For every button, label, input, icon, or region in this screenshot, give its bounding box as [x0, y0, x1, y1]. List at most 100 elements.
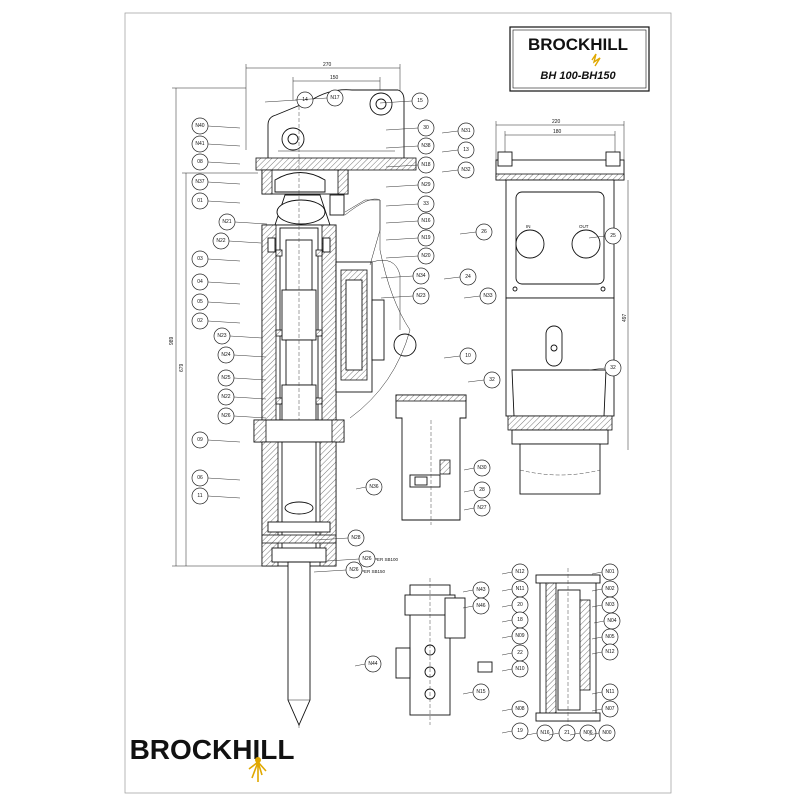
dim-150: 150 [330, 75, 339, 81]
callout-leader [228, 240, 262, 244]
callout-06: 06 [191, 469, 241, 487]
footer-logo: BROCKHILL [130, 734, 294, 782]
callout-label: N09 [515, 633, 524, 639]
callout-leader [207, 477, 241, 481]
callout-label: N20 [421, 253, 430, 259]
callout-n34: N34 [380, 267, 430, 285]
callout-32: 32 [588, 359, 622, 377]
callout-n11: N11 [501, 580, 529, 598]
callout-label: 06 [197, 475, 203, 481]
callout-10: 10 [443, 347, 477, 365]
callout-label: N43 [476, 587, 485, 593]
callout-label: N31 [461, 128, 470, 134]
callout-leader [588, 235, 606, 239]
callout-label: N23 [217, 333, 226, 339]
callout-circle [191, 192, 209, 210]
callout-n22: N22 [217, 388, 267, 406]
callout-leader [233, 354, 267, 358]
callout-circle [191, 469, 209, 487]
callout-circle [604, 227, 622, 245]
callout-04: 04 [191, 273, 241, 291]
callout-circle [417, 119, 435, 137]
callout-leader [207, 181, 241, 185]
callout-11: 11 [191, 487, 241, 505]
callout-leader [591, 604, 603, 608]
callout-circle [479, 287, 497, 305]
callout-label: N02 [605, 586, 614, 592]
callout-leader [591, 691, 603, 695]
callout-circle [473, 459, 491, 477]
callout-leader [441, 169, 459, 173]
valve-detail [395, 394, 467, 525]
port-in-label: IN [526, 224, 531, 229]
callout-circle [191, 173, 209, 191]
footer-logo-dot-icon [255, 757, 261, 763]
callout-leader [385, 220, 419, 224]
callout-label: N22 [216, 238, 225, 244]
callout-label: 02 [197, 318, 203, 324]
callout-leader [501, 571, 513, 575]
callout-leader [264, 99, 298, 103]
callout-label: N24 [221, 352, 230, 358]
callout-circle [347, 529, 365, 547]
callout-label: N10 [515, 666, 524, 672]
callout-leader [385, 164, 419, 168]
callout-label: 14 [302, 97, 308, 103]
callout-label: N33 [483, 293, 492, 299]
callout-n29: N29 [385, 176, 435, 194]
callout-label: N30 [477, 465, 486, 471]
callout-label: N28 [351, 535, 360, 541]
callout-label: N25 [221, 375, 230, 381]
dim-679: 679 [179, 363, 185, 372]
callout-n01: N01 [591, 563, 619, 581]
manifold-detail [395, 578, 493, 725]
callout-leader [380, 275, 414, 279]
dim-270: 270 [323, 62, 332, 68]
callout-21: 21 [548, 724, 576, 742]
callout-01: 01 [191, 192, 241, 210]
title-block: BROCKHILL BH 100-BH150 [509, 26, 650, 92]
callout-leader [569, 732, 581, 736]
callout-09: 09 [191, 431, 241, 449]
callout-label: 10 [465, 353, 471, 359]
dim-989: 989 [169, 336, 175, 345]
callout-n09: N09 [501, 627, 529, 645]
callout-n23: N23 [380, 287, 430, 305]
callout-n12: N12 [591, 643, 619, 661]
callout-leader [501, 730, 513, 734]
callout-33: 33 [385, 195, 435, 213]
callout-08: 08 [191, 153, 241, 171]
callout-label: 08 [197, 159, 203, 165]
callout-circle [472, 597, 490, 615]
callout-label: N27 [477, 505, 486, 511]
callout-n38: N38 [385, 137, 435, 155]
callout-14: 14 [264, 91, 314, 109]
callout-label: N16 [540, 730, 549, 736]
callout-circle [601, 563, 619, 581]
callout-label: N38 [421, 143, 430, 149]
callout-label: 26 [481, 229, 487, 235]
callout-n26: N26 [313, 561, 363, 579]
callout-leader [379, 100, 413, 104]
callout-label: N12 [605, 649, 614, 655]
callout-leader [463, 507, 475, 511]
callout-circle [364, 655, 382, 673]
callout-leader [591, 588, 603, 592]
callout-circle [411, 92, 429, 110]
callout-circle [217, 369, 235, 387]
callout-leader [207, 301, 241, 305]
callout-leader [385, 127, 419, 131]
callout-15: 15 [379, 92, 429, 110]
callout-26: 26 [459, 223, 493, 241]
callout-circle [417, 195, 435, 213]
callout-label: 09 [197, 437, 203, 443]
callout-leader [441, 149, 459, 153]
callout-leader [463, 489, 475, 493]
callout-circle [601, 683, 619, 701]
callout-leader [591, 636, 603, 640]
callout-leader [441, 130, 459, 134]
callout-n32: N32 [441, 161, 475, 179]
callout-n41: N41 [191, 135, 241, 153]
callout-leader [462, 691, 474, 695]
